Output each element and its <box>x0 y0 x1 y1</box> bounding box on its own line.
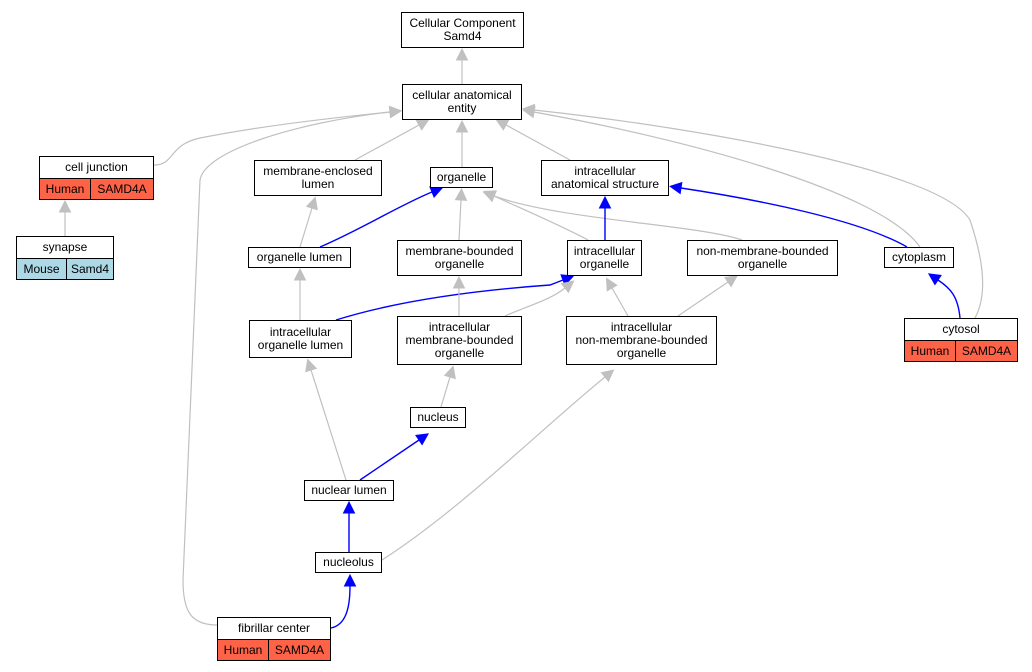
node-label: organelle lumen <box>256 250 343 264</box>
edge-cytoplasm-to-cae <box>533 111 921 248</box>
edge-cell_junction-to-cae <box>153 111 391 166</box>
arrowhead-icon <box>452 275 466 289</box>
node-label: cell junction <box>65 160 128 174</box>
node-intracellular-organelle-lumen[interactable]: intracellular organelle lumen <box>249 320 352 358</box>
arrowhead-icon <box>605 277 618 292</box>
node-intracellular-non-membrane-bounded-organelle[interactable]: intracellular non-membrane-bounded organ… <box>566 316 717 365</box>
species-badge: Human <box>905 341 955 361</box>
arrowhead-icon <box>669 181 683 195</box>
species-badge: Mouse <box>17 259 66 279</box>
arrowhead-icon <box>305 196 318 211</box>
node-label: cellular anatomical entity <box>412 88 512 115</box>
node-cell-junction[interactable]: cell junction Human SAMD4A <box>39 156 154 200</box>
node-non-membrane-bounded-organelle[interactable]: non-membrane-bounded organelle <box>687 240 838 276</box>
arrowhead-icon <box>429 186 444 199</box>
species-badge: Human <box>218 640 268 660</box>
arrowhead-icon <box>388 105 403 119</box>
edge-olumen-to-mel <box>299 207 313 248</box>
node-label: intracellular anatomical structure <box>550 164 660 191</box>
node-label: membrane-bounded organelle <box>405 244 514 271</box>
gene-badge: SAMD4A <box>955 341 1017 361</box>
edge-cytoplasm-to-ias <box>680 187 908 248</box>
node-label: organelle <box>436 170 487 184</box>
gene-badge: Samd4 <box>66 259 113 279</box>
node-label: non-membrane-bounded organelle <box>696 244 829 271</box>
node-label: fibrillar center <box>237 621 311 635</box>
edge-nucleus-to-imbo <box>440 376 451 408</box>
species-badge: Human <box>40 179 90 199</box>
node-fibrillar-center[interactable]: fibrillar center Human SAMD4A <box>217 617 331 661</box>
node-label: intracellular organelle <box>573 244 636 271</box>
arrowhead-icon <box>927 273 942 286</box>
arrowhead-icon <box>724 275 739 288</box>
node-membrane-enclosed-lumen[interactable]: membrane-enclosed lumen <box>254 160 382 196</box>
node-label: cytosol <box>942 322 980 336</box>
edge-nmbo-to-organelle <box>493 195 743 241</box>
node-cytosol[interactable]: cytosol Human SAMD4A <box>904 318 1018 362</box>
annotation-row: Human SAMD4A <box>218 639 330 660</box>
arrowhead-icon <box>560 280 575 294</box>
node-label: cytoplasm <box>891 250 947 264</box>
edge-nucleolus-to-inmbo <box>381 376 606 561</box>
node-intracellular-organelle[interactable]: intracellular organelle <box>567 240 642 276</box>
edge-io-to-organelle <box>493 195 589 241</box>
arrowhead-icon <box>600 369 615 383</box>
arrowhead-icon <box>482 190 497 203</box>
gene-badge: SAMD4A <box>90 179 153 199</box>
node-synapse[interactable]: synapse Mouse Samd4 <box>16 236 114 280</box>
node-label: nucleolus <box>323 555 374 569</box>
arrowhead-icon <box>293 267 307 281</box>
edge-mel-to-cae <box>354 124 420 161</box>
node-label: nucleus <box>417 410 459 424</box>
arrowhead-icon <box>454 187 468 201</box>
node-intracellular-anatomical-structure[interactable]: intracellular anatomical structure <box>541 160 669 196</box>
edge-nlumen-to-nucleus <box>359 439 420 481</box>
edge-cytosol-to-cytoplasm <box>937 279 961 319</box>
arrowhead-icon <box>521 103 536 117</box>
node-label: intracellular organelle lumen <box>257 325 344 352</box>
arrowhead-icon <box>342 500 356 514</box>
annotation-row: Mouse Samd4 <box>17 258 113 279</box>
node-label: membrane-enclosed lumen <box>263 164 373 191</box>
node-organelle-lumen[interactable]: organelle lumen <box>248 247 351 268</box>
edge-fc-to-cae <box>182 111 391 626</box>
edge-cytosol-to-cae <box>533 109 984 319</box>
arrowhead-icon <box>443 365 456 380</box>
node-nuclear-lumen[interactable]: nuclear lumen <box>304 480 394 501</box>
edge-imbo-to-io <box>504 287 566 317</box>
arrowhead-icon <box>455 119 469 133</box>
node-label: nuclear lumen <box>311 483 387 497</box>
arrowhead-icon <box>455 47 469 61</box>
arrowhead-icon <box>598 195 612 209</box>
annotation-row: Human SAMD4A <box>905 340 1017 361</box>
edge-mbo-to-organelle <box>458 199 462 241</box>
edge-olumen-to-organelle <box>319 191 433 248</box>
gene-badge: SAMD4A <box>268 640 330 660</box>
node-cytoplasm[interactable]: cytoplasm <box>884 247 954 268</box>
edge-fc-to-nucleolus <box>330 585 351 629</box>
edge-ias-to-cae <box>505 124 571 161</box>
node-membrane-bounded-organelle[interactable]: membrane-bounded organelle <box>397 240 522 276</box>
node-nucleus[interactable]: nucleus <box>410 407 466 428</box>
arrowhead-icon <box>58 199 72 213</box>
edge-inmbo-to-io <box>611 287 629 317</box>
edge-nlumen-to-iol <box>310 369 347 481</box>
node-label: intracellular membrane-bounded organelle <box>405 320 514 360</box>
node-intracellular-membrane-bounded-organelle[interactable]: intracellular membrane-bounded organelle <box>397 316 522 365</box>
node-nucleolus[interactable]: nucleolus <box>315 552 382 573</box>
arrowhead-icon <box>343 573 357 587</box>
node-cellular-anatomical-entity[interactable]: cellular anatomical entity <box>402 84 522 120</box>
arrowhead-icon <box>305 358 318 373</box>
node-label: Cellular Component Samd4 <box>409 16 516 43</box>
node-label: intracellular non-membrane-bounded organ… <box>575 320 708 360</box>
edge-iol-to-io <box>335 279 564 321</box>
arrowhead-icon <box>415 433 430 446</box>
edge-inmbo-to-nmbo <box>677 281 729 317</box>
node-organelle[interactable]: organelle <box>430 167 493 188</box>
node-label: synapse <box>42 240 88 254</box>
node-root[interactable]: Cellular Component Samd4 <box>401 12 524 48</box>
annotation-row: Human SAMD4A <box>40 178 153 199</box>
